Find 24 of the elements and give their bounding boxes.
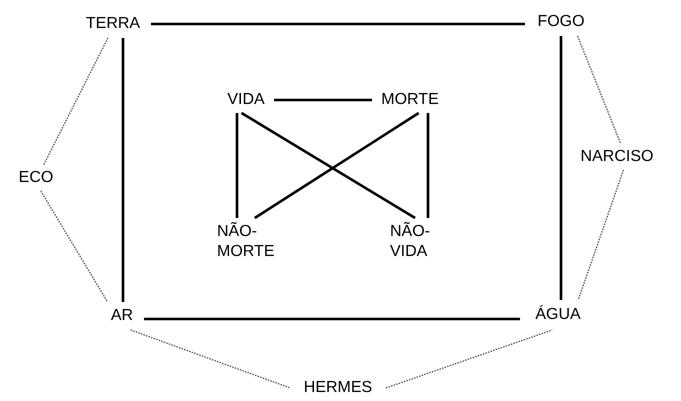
dotted-line [43, 38, 108, 166]
connector-line [426, 113, 430, 218]
concept-label: FOGO [525, 8, 597, 36]
concept-label: VIDA [218, 87, 274, 113]
concept-label: TERRA [75, 10, 151, 38]
connector-line [274, 98, 372, 102]
dotted-line [578, 170, 624, 300]
connector-line [560, 36, 562, 300]
concept-label: ÁGUA [520, 300, 596, 330]
connector-line [236, 113, 238, 218]
concept-label: ECO [12, 165, 60, 191]
dotted-line [577, 36, 622, 144]
connector-line [122, 38, 124, 302]
concept-label: NARCISO [576, 144, 658, 170]
dotted-line [386, 329, 552, 389]
dotted-line [40, 190, 108, 302]
concept-label: AR [100, 302, 144, 330]
connector-line [144, 318, 520, 320]
connector-line [151, 22, 525, 26]
concept-label: HERMES [290, 374, 386, 401]
concept-label: NÃO- VIDA [385, 218, 447, 266]
dotted-line [130, 329, 290, 388]
concept-label: MORTE [372, 87, 448, 113]
concept-label: NÃO- MORTE [212, 218, 284, 266]
